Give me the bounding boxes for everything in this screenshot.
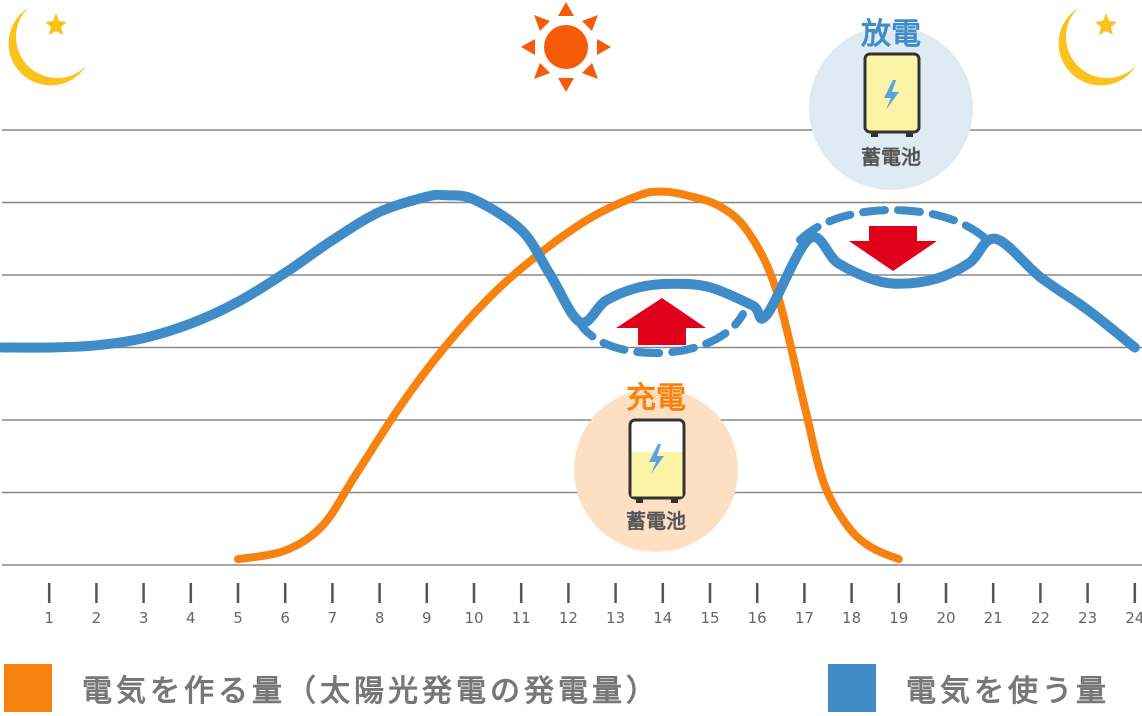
x-tick-label: 3 (139, 609, 149, 627)
legend-swatch-usage (828, 664, 876, 712)
charge-title: 充電 (626, 381, 686, 416)
arrow-down-icon (849, 226, 937, 271)
x-tick-label: 9 (422, 609, 432, 627)
moon-icon-left (8, 8, 87, 86)
legend-swatch-generation (4, 664, 52, 712)
charge-badge: 充電 蓄電池 (574, 381, 738, 552)
x-tick-label: 17 (795, 609, 814, 627)
star-icon (45, 13, 67, 35)
charge-dashed-loop (574, 310, 747, 357)
battery-icon (628, 418, 686, 503)
legend-label-usage: 電気を使う量 (906, 674, 1110, 709)
usage-line (0, 189, 1140, 353)
generation-line (234, 187, 903, 564)
discharge-badge: 放電 蓄電池 (809, 17, 973, 190)
arrow-up-icon (616, 298, 706, 345)
discharge-subtitle: 蓄電池 (861, 145, 921, 169)
x-tick-label: 12 (559, 609, 578, 627)
x-tick-label: 4 (186, 609, 196, 627)
discharge-title: 放電 (860, 17, 921, 52)
x-tick-label: 6 (280, 609, 290, 627)
x-tick-label: 24 (1125, 609, 1142, 627)
x-tick-label: 1 (44, 609, 54, 627)
legend-generation: 電気を作る量（太陽光発電の発電量） (4, 664, 660, 712)
series-lines (0, 187, 1140, 564)
moon-icon-right (1058, 8, 1136, 86)
x-tick-label: 21 (984, 609, 1003, 627)
charge-subtitle: 蓄電池 (626, 509, 686, 533)
x-tick-label: 16 (748, 609, 767, 627)
x-tick-label: 19 (889, 609, 908, 627)
x-tick-label: 5 (233, 609, 243, 627)
star-icon (1095, 13, 1117, 35)
lightning-icon (884, 80, 899, 110)
sun-icon (521, 2, 611, 92)
x-tick-label: 11 (512, 609, 531, 627)
x-tick-label: 23 (1078, 609, 1097, 627)
x-tick-label: 7 (328, 609, 338, 627)
battery-icon (863, 52, 921, 137)
x-tick-label: 18 (842, 609, 861, 627)
x-tick-label: 13 (606, 609, 625, 627)
x-tick-label: 8 (375, 609, 385, 627)
discharge-dashed-loop (796, 206, 991, 244)
legend-usage: 電気を使う量 (828, 664, 1110, 712)
x-axis-ticks (47, 583, 1137, 603)
lightning-icon (649, 444, 664, 474)
x-tick-label: 15 (700, 609, 719, 627)
x-tick-label: 22 (1031, 609, 1050, 627)
x-tick-label: 20 (936, 609, 955, 627)
moon-icon (1058, 8, 1136, 86)
legend-label-generation: 電気を作る量（太陽光発電の発電量） (82, 674, 660, 709)
x-tick-label: 2 (92, 609, 102, 627)
grid-lines (2, 129, 1142, 566)
x-tick-label: 14 (653, 609, 672, 627)
x-tick-label: 10 (464, 609, 483, 627)
moon-icon (8, 8, 87, 86)
